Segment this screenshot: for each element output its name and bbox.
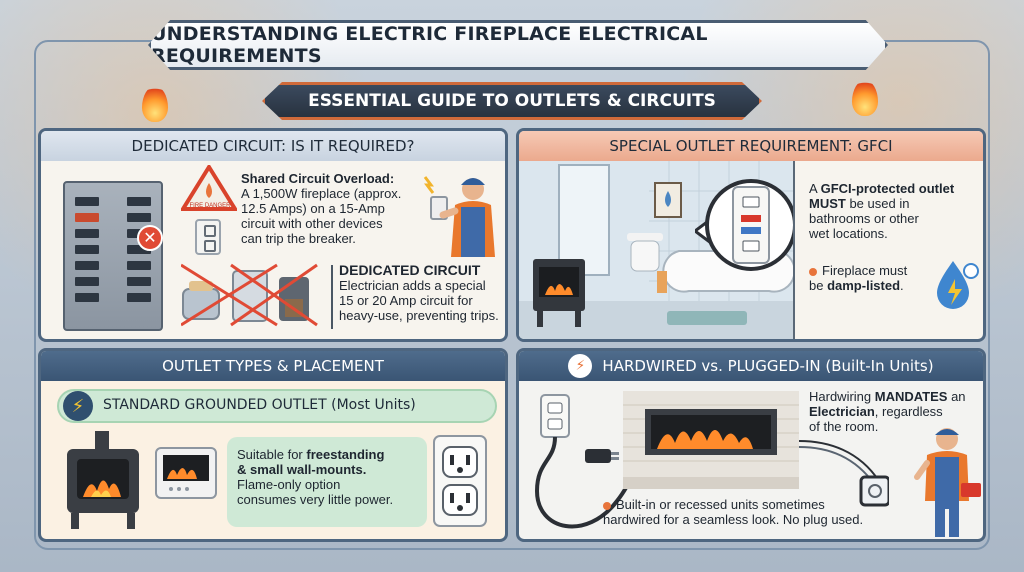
water-drop-lightning-icon [937,261,979,309]
hardwiring-text: Hardwiring MANDATES an Electrician, rega… [809,389,966,434]
electrician-icon [423,176,495,257]
standard-outlet-label: STANDARD GROUNDED OUTLET (Most Units) [103,397,416,413]
recessed-fireplace-icon [623,391,799,489]
panel-hardwired: ⚡ HARDWIRED vs. PLUGGED-IN (Built-In Uni… [516,348,986,542]
overload-text: Shared Circuit Overload: A 1,500W firepl… [241,171,402,246]
bullet-icon [809,267,817,276]
wall-outlet-icon [195,219,221,255]
overload-title: Shared Circuit Overload: [241,171,395,186]
wiring-junction-icon [799,440,889,507]
divider-line [331,265,333,329]
flame-left-icon [142,86,168,122]
gfci-divider [793,161,795,339]
subtitle-banner: ESSENTIAL GUIDE TO OUTLETS & CIRCUITS [262,82,762,120]
page-title: UNDERSTANDING ELECTRIC FIREPLACE ELECTRI… [151,23,708,67]
lightning-badge-icon: ⚡ [63,391,93,421]
suitability-text: Suitable for freestanding & small wall-m… [237,447,394,507]
overloaded-appliances-icon [181,263,318,327]
standard-outlet-pill [57,389,497,423]
panel-dedicated-circuit: DEDICATED CIRCUIT: IS IT REQUIRED? ✕ FIR… [38,128,508,342]
lightning-badge-icon: ⚡ [568,354,593,378]
page-subtitle: ESSENTIAL GUIDE TO OUTLETS & CIRCUITS [308,91,716,111]
panel-header: DEDICATED CIRCUIT: IS IT REQUIRED? [41,131,505,161]
damp-listed-bullet: Fireplace must be damp-listed. [809,263,908,293]
title-banner: UNDERSTANDING ELECTRIC FIREPLACE ELECTRI… [148,20,888,70]
suitability-note [227,437,427,527]
panel-header: SPECIAL OUTLET REQUIREMENT: GFCI [519,131,983,161]
fire-danger-sign-icon [181,165,237,211]
trip-x-icon: ✕ [137,225,163,251]
panel-header: ⚡ HARDWIRED vs. PLUGGED-IN (Built-In Uni… [519,351,983,381]
flame-right-icon [852,80,878,116]
electrician-icon [914,428,981,537]
panel-header: OUTLET TYPES & PLACEMENT [41,351,505,381]
breaker-panel-icon [63,181,163,331]
panel-gfci: SPECIAL OUTLET REQUIREMENT: GFCI [516,128,986,342]
gfci-text: A GFCI-protected outlet MUST be used in … [809,181,955,241]
dedicated-circuit-text: DEDICATED CIRCUIT Electrician adds a spe… [339,262,499,324]
fire-danger-label: FIRE DANGER [189,203,231,209]
gfci-outlet-callout-icon [695,179,795,271]
grounded-duplex-outlet-icon [433,435,487,527]
dedicated-circuit-title: DEDICATED CIRCUIT [339,262,481,278]
wall-mount-fireplace-icon [155,447,217,499]
bullet-icon [603,501,611,510]
built-in-bullet: Built-in or recessed units sometimes har… [603,497,864,527]
freestanding-stove-icon [67,431,139,529]
panel-outlet-types: OUTLET TYPES & PLACEMENT ⚡ STANDARD GROU… [38,348,508,542]
